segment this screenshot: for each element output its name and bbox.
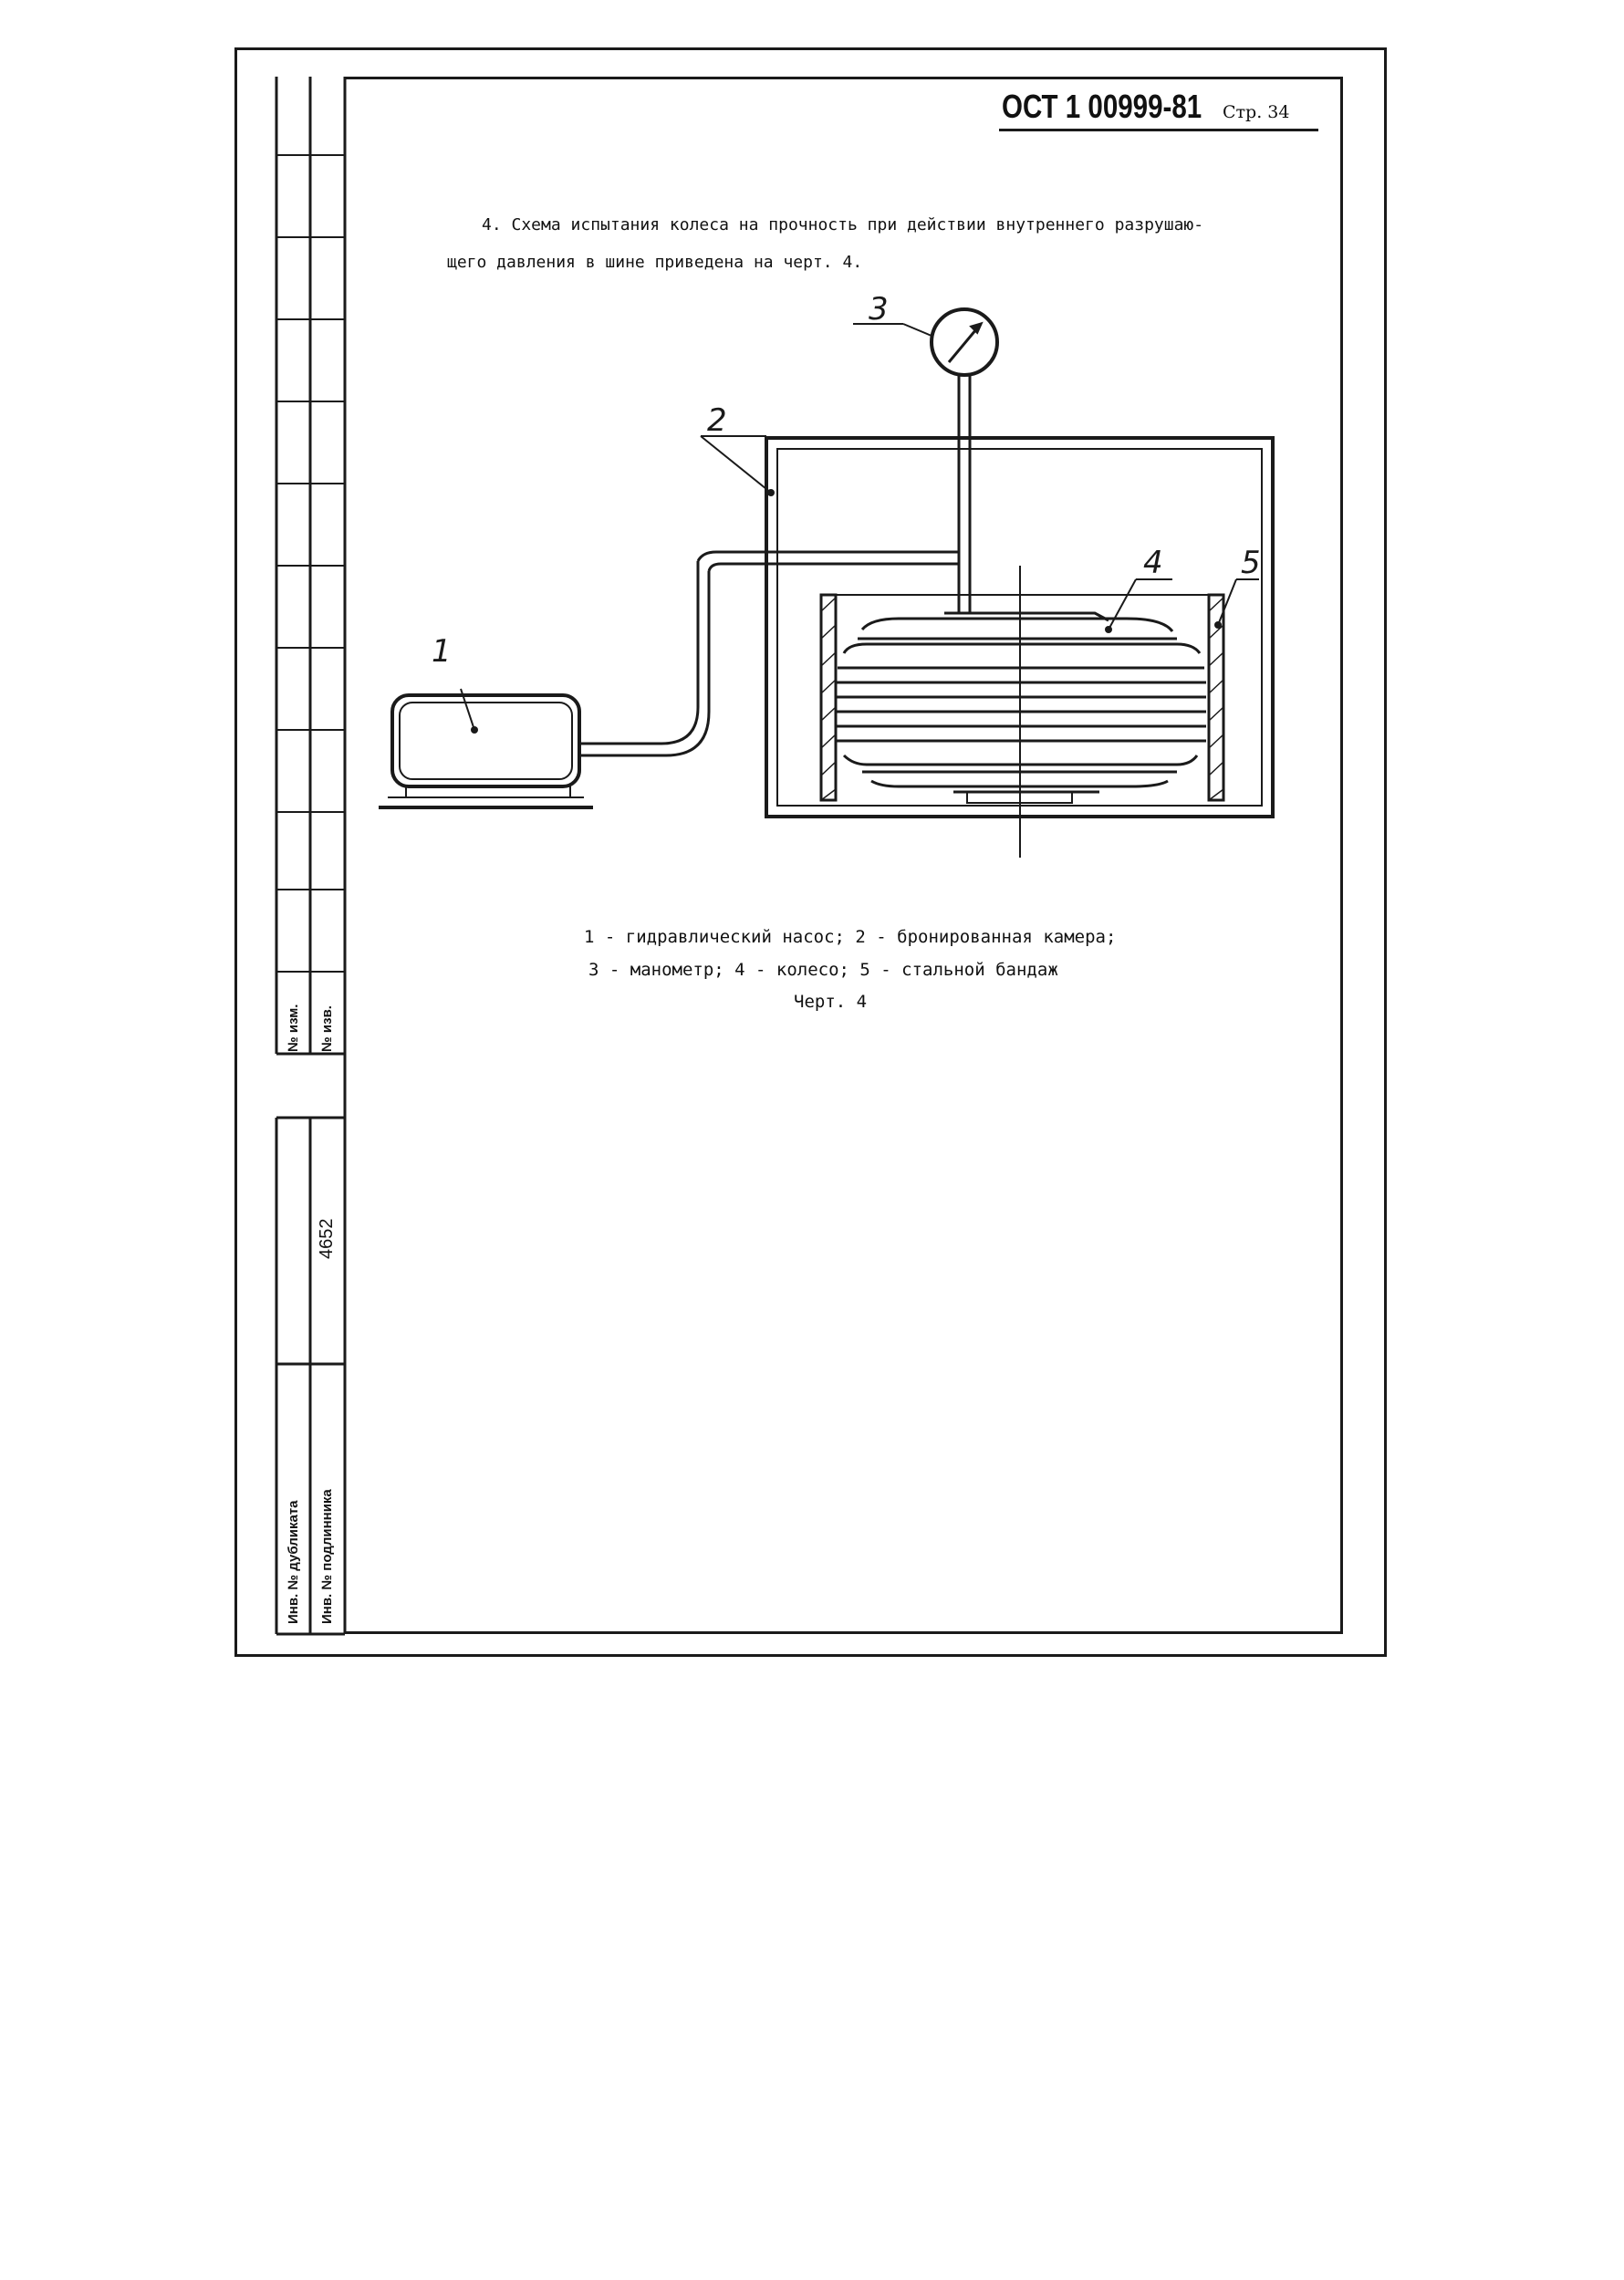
page-number: Стр. 34 bbox=[1223, 102, 1290, 122]
figure-label: Черт. 4 bbox=[794, 992, 868, 1012]
callout-4: 4 bbox=[1143, 545, 1163, 581]
header-underline bbox=[999, 86, 1318, 131]
page-inner-frame bbox=[345, 77, 1343, 1634]
inventory-number: 4652 bbox=[317, 1218, 337, 1260]
callout-1: 1 bbox=[432, 633, 452, 670]
paragraph-line-2: щего давления в шине приведена на черт. … bbox=[447, 253, 863, 272]
legend-line-2: 3 - манометр; 4 - колесо; 5 - стальной б… bbox=[588, 960, 1058, 980]
page-outer-frame bbox=[234, 47, 1387, 1657]
change-number-label: № изм. bbox=[286, 1004, 301, 1052]
document-code: ОСТ 1 00999-81 bbox=[1002, 88, 1202, 125]
original-inventory-label: Инв. № подлинника bbox=[319, 1489, 335, 1624]
duplicate-inventory-label: Инв. № дубликата bbox=[286, 1500, 301, 1624]
legend-line-1: 1 - гидравлический насос; 2 - бронирован… bbox=[584, 927, 1117, 947]
paragraph-line-1: 4. Схема испытания колеса на прочность п… bbox=[482, 215, 1204, 234]
callout-2: 2 bbox=[707, 402, 727, 439]
notice-number-label: № изв. bbox=[319, 1005, 335, 1052]
callout-3: 3 bbox=[869, 291, 889, 328]
callout-5: 5 bbox=[1241, 545, 1261, 581]
